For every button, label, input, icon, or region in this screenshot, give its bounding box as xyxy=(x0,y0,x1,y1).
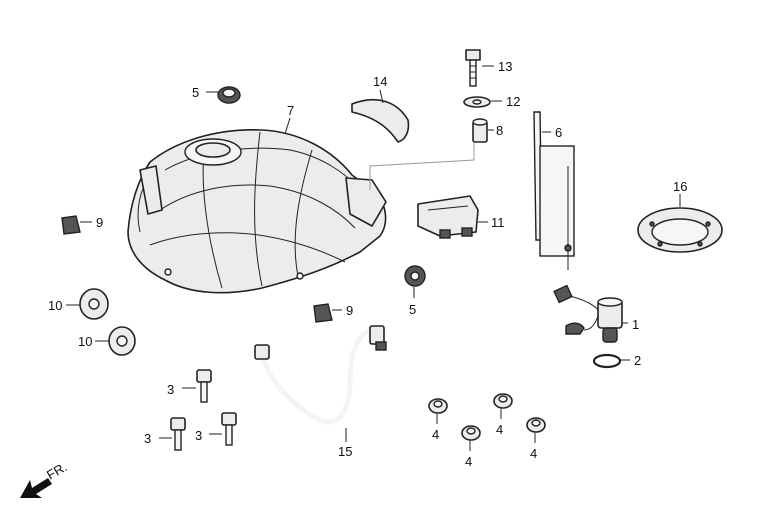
bolt xyxy=(465,49,481,87)
callout-15: 15 xyxy=(338,444,352,459)
callout-3-lower-left: 3 xyxy=(144,431,151,446)
fuel-pump-assembly xyxy=(553,284,623,343)
callout-12: 12 xyxy=(506,94,520,109)
callout-10-lower: 10 xyxy=(78,334,92,349)
callout-3-lower-right: 3 xyxy=(195,428,202,443)
grommet-top xyxy=(217,86,241,104)
callout-4-b: 4 xyxy=(496,422,503,437)
callout-2: 2 xyxy=(634,353,641,368)
nut-a xyxy=(428,398,448,414)
rubber-damper-upper xyxy=(79,288,109,320)
mounting-bracket xyxy=(417,195,479,239)
callout-8: 8 xyxy=(496,123,503,138)
clip-right xyxy=(313,303,333,323)
fuel-hose xyxy=(254,325,387,425)
callout-6: 6 xyxy=(555,125,562,140)
collar xyxy=(472,118,488,143)
callout-5-top: 5 xyxy=(192,85,199,100)
callout-4-a: 4 xyxy=(432,427,439,442)
callout-16: 16 xyxy=(673,179,687,194)
tank-cover-piece xyxy=(351,98,410,143)
callout-14: 14 xyxy=(373,74,387,89)
callout-4-c: 4 xyxy=(465,454,472,469)
callout-11: 11 xyxy=(491,215,505,230)
callout-7: 7 xyxy=(287,103,294,118)
callout-1: 1 xyxy=(632,317,639,332)
collar-bolt-upper xyxy=(196,369,212,403)
fuel-gauge-strip xyxy=(533,111,575,270)
collar-bolt-lower-right xyxy=(221,412,237,446)
callout-13: 13 xyxy=(498,59,512,74)
arrow-icon xyxy=(20,478,52,498)
washer xyxy=(463,96,491,108)
collar-bolt-lower-left xyxy=(170,417,186,451)
callout-10-upper: 10 xyxy=(48,298,62,313)
nut-d xyxy=(526,417,546,433)
clip-left xyxy=(61,215,81,235)
callout-9-right: 9 xyxy=(346,303,353,318)
callout-5-middle: 5 xyxy=(409,302,416,317)
fuel-tank xyxy=(127,129,387,294)
nut-c xyxy=(461,425,481,441)
rubber-damper-lower xyxy=(108,326,136,356)
o-ring xyxy=(592,353,622,369)
front-direction-arrow: FR. xyxy=(20,459,70,498)
callout-9-left: 9 xyxy=(96,215,103,230)
nut-b xyxy=(493,393,513,409)
grommet-middle xyxy=(404,265,426,287)
callout-3-upper: 3 xyxy=(167,382,174,397)
callout-4-d: 4 xyxy=(530,446,537,461)
pump-retaining-ring xyxy=(637,207,723,253)
